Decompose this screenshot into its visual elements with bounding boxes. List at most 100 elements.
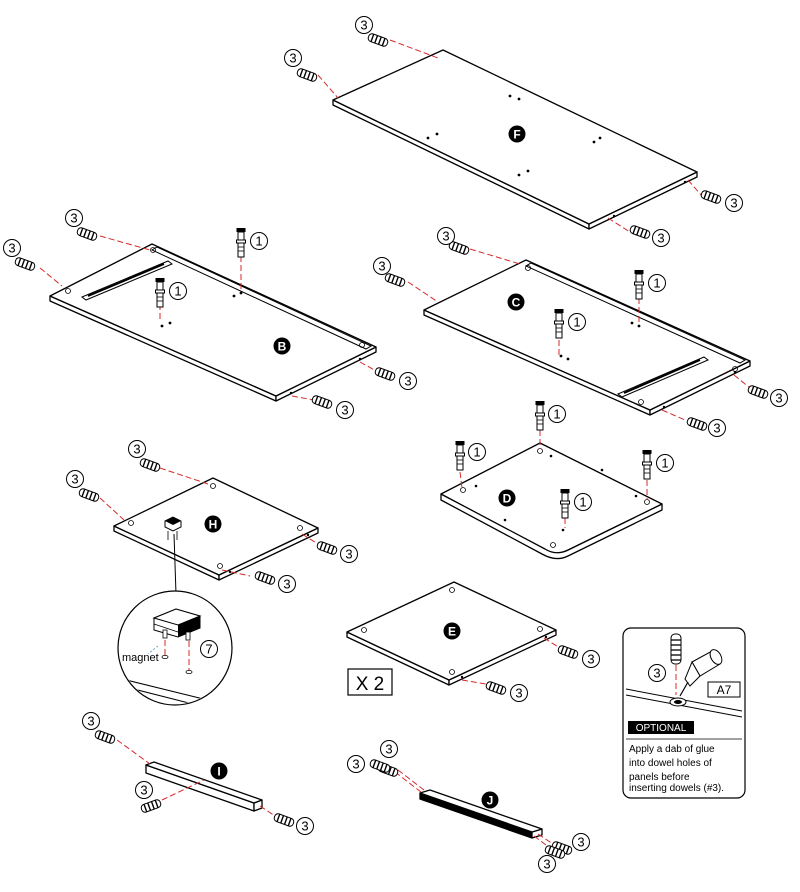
dowel-icon [253,570,277,586]
svg-text:H: H [209,518,218,532]
dowel-icon [366,32,390,48]
quantity-box [347,668,393,696]
cam-bolt-icon [236,227,246,258]
svg-text:1: 1 [661,456,668,471]
glue-part-label: A7 [717,683,732,697]
svg-text:3: 3 [70,211,77,226]
part-number-callout: 3 [770,389,788,407]
part-number-callout: 3 [278,575,296,593]
svg-text:3: 3 [345,547,352,562]
svg-text:3: 3 [140,783,147,798]
svg-text:3: 3 [378,259,385,274]
svg-text:3: 3 [543,857,550,872]
part-number-callout: 1 [648,274,666,292]
dowel-icon [77,487,101,503]
cam-bolt-icon [155,277,165,308]
svg-text:J: J [487,794,494,808]
panel-j [419,789,543,839]
part-number-callout: 3 [572,833,590,851]
svg-text:1: 1 [653,276,660,291]
dowel-icon [670,633,682,665]
glue-bottle-icon [669,649,723,707]
part-number-callout: 3 [380,740,398,758]
part-number-callout: 3 [652,229,670,247]
svg-text:3: 3 [730,196,737,211]
svg-text:7: 7 [205,642,212,657]
part-number-callout: 1 [169,282,187,300]
optional-glue-box: A7 OPTIONAL Apply a dab of glue into dow… [622,627,746,799]
svg-text:F: F [513,128,520,142]
dowel-icon [484,680,508,696]
panel-label-h: H [204,515,222,533]
panel-label-f: F [508,125,526,143]
panel-label-j: J [481,791,499,809]
magnet-catch-icon [164,516,182,540]
svg-text:3: 3 [360,18,367,33]
dowel-icon [373,366,397,382]
svg-text:3: 3 [775,391,782,406]
part-number-callout: 3 [510,684,528,702]
part-number-callout: 3 [128,440,146,458]
part-number-callout: 3 [347,755,365,773]
magnet-label: magnet [122,652,159,664]
svg-text:3: 3 [657,231,664,246]
dowel-icon [383,272,407,288]
quantity-label: X 2 [356,674,385,695]
part-number-callout: 3 [284,49,302,67]
dowel-icon [93,729,117,745]
part-number-callout: 3 [373,257,391,275]
dowel-icon [310,394,334,410]
svg-text:3: 3 [87,714,94,729]
panel-d [440,442,663,560]
dowel-icon [138,457,162,473]
svg-text:3: 3 [385,742,392,757]
part-number-callout: 3 [340,545,358,563]
part-number-callout: 7 [200,640,218,658]
svg-text:1: 1 [573,315,580,330]
part-number-callout: 3 [135,781,153,799]
svg-text:3: 3 [577,835,584,850]
part-number-callout: 3 [65,209,83,227]
instruction-line-3: panels before [629,772,690,783]
part-number-callout: 1 [656,454,674,472]
svg-text:3: 3 [8,241,15,256]
dowel-icon [272,812,296,828]
part-number-callout: 1 [250,232,268,250]
cam-bolt-icon [560,488,570,519]
svg-text:3: 3 [713,421,720,436]
part-number-callout: 3 [538,855,556,873]
part-number-callout: 1 [574,493,592,511]
svg-text:3: 3 [442,229,449,244]
panel-label-d: D [498,489,516,507]
part-number-callout: 3 [582,650,600,668]
svg-text:3: 3 [515,686,522,701]
part-number-callout: 3 [355,16,373,34]
part-number-callout: 3 [399,372,417,390]
svg-text:I: I [217,765,220,779]
part-number-callout: 3 [437,227,455,245]
panel-label-e: E [443,622,461,640]
part-number-callout: 3 [648,664,666,682]
svg-text:D: D [503,492,512,506]
dowel-icon [699,189,723,205]
svg-text:3: 3 [133,442,140,457]
dowel-icon [295,67,319,83]
panel-label-i: I [210,762,228,780]
svg-text:1: 1 [579,495,586,510]
cam-bolt-icon [634,269,644,300]
dowel-icon [13,256,37,272]
panel-label-c: C [507,293,525,311]
part-number-callout: 1 [468,443,486,461]
dowel-icon [75,226,99,242]
svg-text:3: 3 [404,374,411,389]
cam-bolt-icon [642,449,652,480]
svg-text:3: 3 [341,403,348,418]
svg-text:1: 1 [174,284,181,299]
part-number-callout: 3 [296,817,314,835]
svg-text:3: 3 [587,652,594,667]
instruction-line-4: inserting dowels (#3). [629,783,724,794]
